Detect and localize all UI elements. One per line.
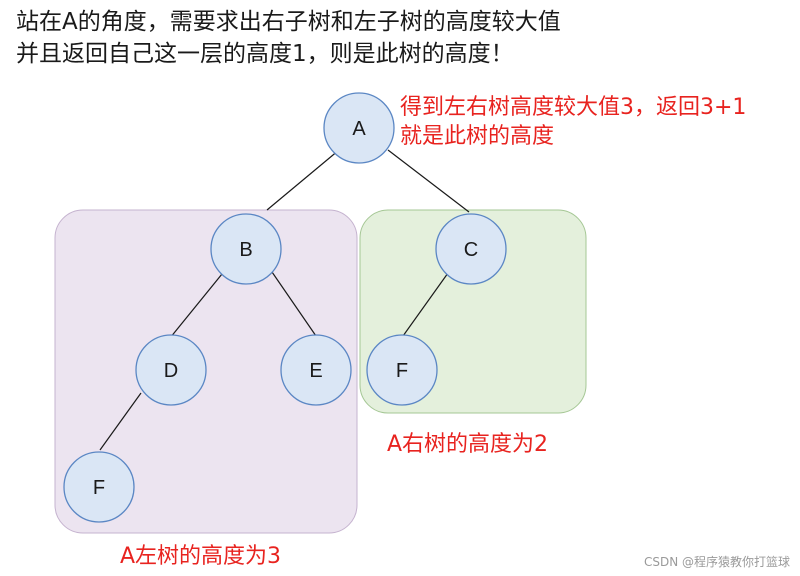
edge-c-f — [402, 272, 449, 337]
node-e: E — [280, 334, 352, 406]
edge-b-e — [271, 271, 317, 337]
node-a: A — [323, 92, 395, 164]
node-a-label: A — [352, 118, 366, 140]
edge-d-f — [99, 392, 142, 451]
node-d: D — [135, 334, 207, 406]
node-d-label: D — [164, 360, 178, 382]
node-c: C — [435, 213, 507, 285]
edge-a-b — [266, 149, 340, 211]
node-f-right: F — [366, 334, 438, 406]
node-f-left: F — [63, 451, 135, 523]
header-line-1: 站在A的角度，需要求出右子树和左子树的高度较大值 — [16, 9, 561, 35]
left-subtree-caption: A左树的高度为3 — [120, 544, 282, 569]
right-subtree-caption: A右树的高度为2 — [387, 432, 549, 457]
node-f-right-label: F — [396, 360, 408, 382]
node-e-label: E — [309, 360, 322, 382]
watermark: CSDN @程序猿教你打篮球 — [643, 555, 790, 569]
node-b: B — [210, 213, 282, 285]
edge-b-d — [169, 273, 223, 339]
node-b-label: B — [239, 239, 252, 261]
root-annotation-line-2: 就是此树的高度 — [400, 124, 555, 149]
header-line-2: 并且返回自己这一层的高度1，则是此树的高度！ — [16, 41, 514, 67]
node-c-label: C — [464, 239, 478, 261]
edge-a-c — [387, 149, 470, 213]
root-annotation-line-1: 得到左右树高度较大值3，返回3+1 — [400, 95, 747, 120]
node-f-left-label: F — [93, 477, 105, 499]
